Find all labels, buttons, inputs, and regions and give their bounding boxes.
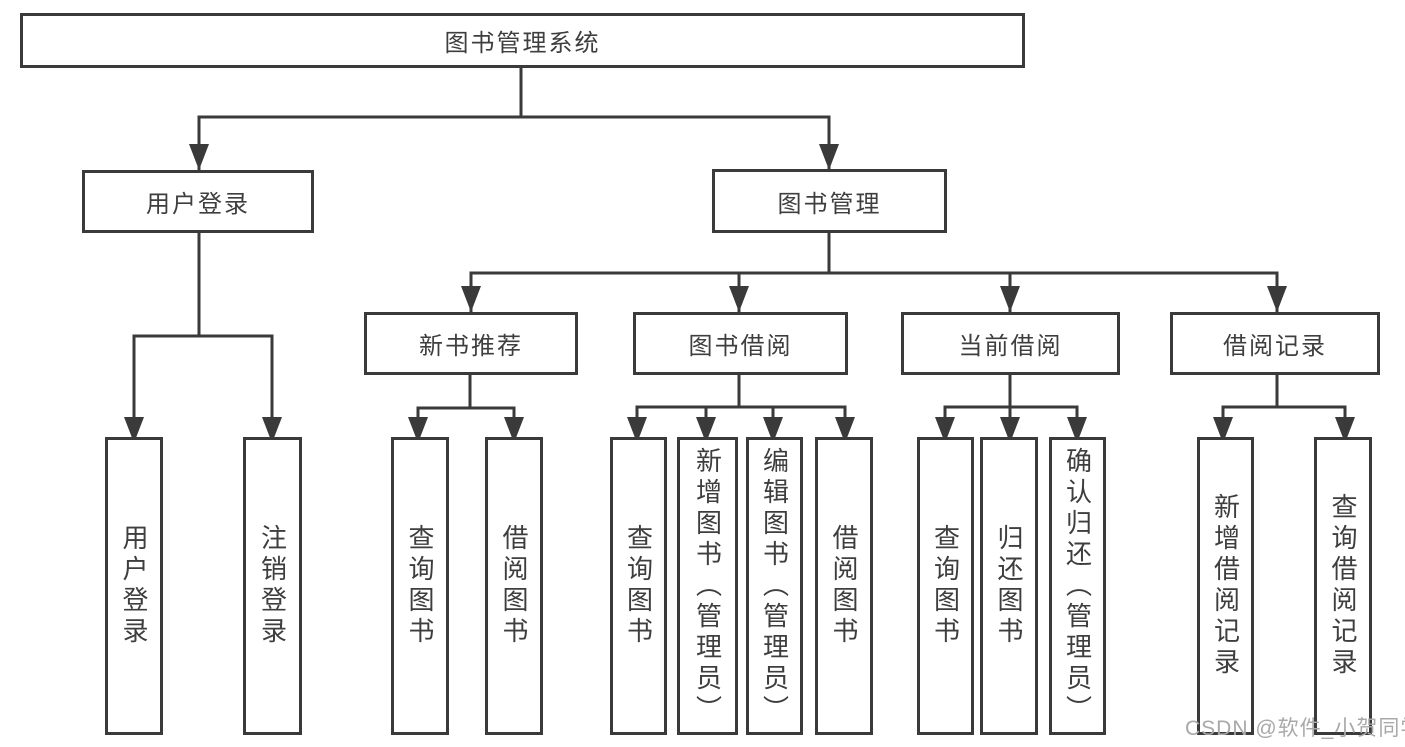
- node-new-book-recommendation: 新书推荐: [364, 312, 578, 375]
- watermark: CSDN @软件_小贺同学: [1185, 717, 1405, 740]
- leaf-query-borrow-record: 查询借阅记录: [1314, 437, 1372, 735]
- leaf-borrow-books-recommend: 借阅图书: [485, 437, 543, 735]
- leaf-query-books-recommend: 查询图书: [391, 437, 449, 735]
- node-borrowing-records: 借阅记录: [1170, 312, 1380, 375]
- leaf-query-books-current: 查询图书: [917, 437, 974, 735]
- leaf-query-books-borrowing: 查询图书: [610, 437, 667, 735]
- leaf-logout-login: 注销登录: [243, 437, 302, 735]
- node-book-borrowing: 图书借阅: [633, 312, 848, 375]
- leaf-add-books-admin: 新增图书（管理员）: [677, 437, 738, 735]
- node-user-login: 用户登录: [82, 170, 314, 233]
- leaf-edit-books-admin: 编辑图书（管理员）: [746, 437, 803, 735]
- leaf-borrow-books-borrowing: 借阅图书: [815, 437, 873, 735]
- node-book-management-system: 图书管理系统: [20, 13, 1025, 68]
- node-current-borrowing: 当前借阅: [901, 312, 1120, 375]
- leaf-return-books: 归还图书: [980, 437, 1038, 735]
- leaf-user-login: 用户登录: [105, 437, 163, 735]
- leaf-add-borrow-record: 新增借阅记录: [1197, 437, 1254, 735]
- node-book-management: 图书管理: [712, 169, 947, 233]
- leaf-confirm-return-admin: 确认归还（管理员）: [1049, 437, 1106, 735]
